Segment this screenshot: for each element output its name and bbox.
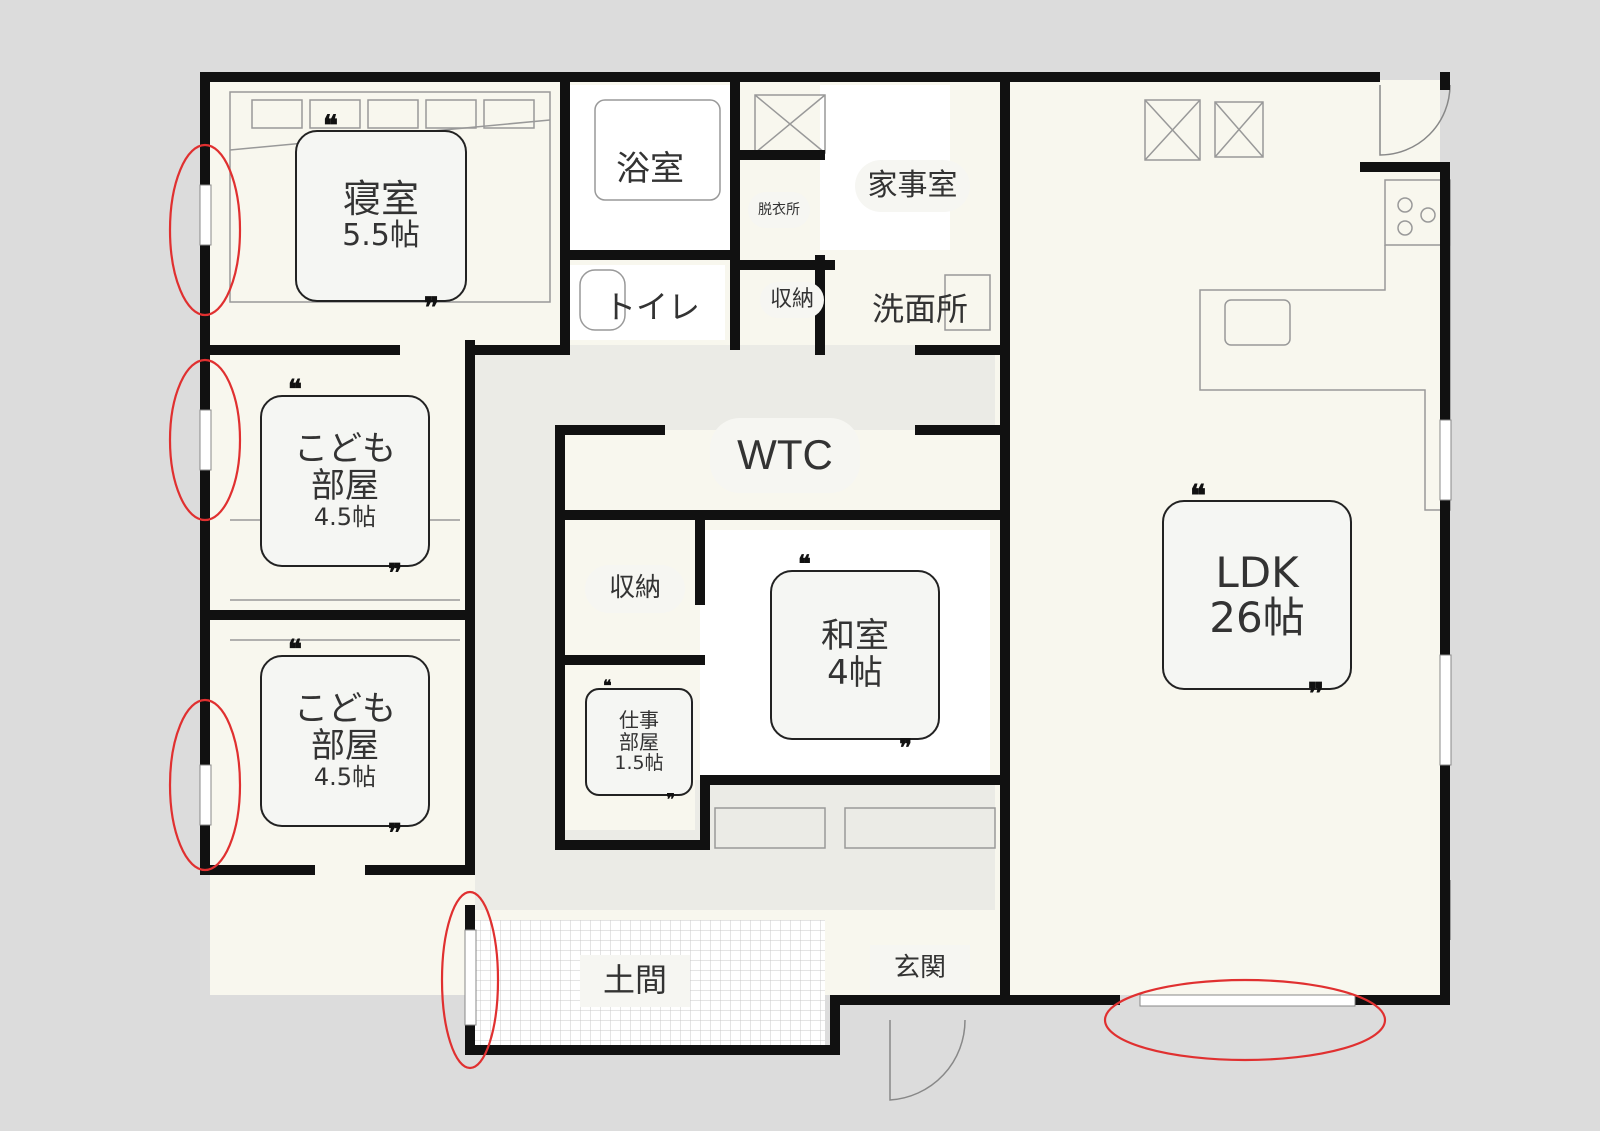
room-size: 4帖 bbox=[827, 653, 883, 693]
room-label-storage-small: 収納 bbox=[760, 282, 824, 318]
close-quote-icon: ❞ bbox=[899, 733, 912, 762]
windows bbox=[199, 184, 1452, 1026]
room-card-bedroom: ❝ 寝室 5.5帖 ❞ bbox=[295, 112, 467, 322]
room-label-dressing: 脱衣所 bbox=[748, 192, 810, 228]
toilet-icon bbox=[579, 269, 626, 331]
room-card-japanese: ❝ 和室 4帖 ❞ bbox=[770, 552, 940, 760]
entrance-door-icon bbox=[889, 1019, 966, 1101]
door-swing-icon bbox=[1379, 84, 1451, 156]
room-label-storage-mid: 収納 bbox=[585, 565, 685, 613]
open-quote-icon: ❝ bbox=[1190, 479, 1207, 514]
open-quote-icon: ❝ bbox=[603, 676, 612, 695]
bathtub-icon bbox=[594, 99, 721, 201]
walls bbox=[200, 72, 1450, 1055]
room-label-washroom: 洗面所 bbox=[871, 289, 968, 328]
close-quote-icon: ❞ bbox=[666, 790, 675, 809]
room-label-toilet: トイレ bbox=[603, 287, 700, 326]
room-name-line2: 部屋 bbox=[619, 729, 659, 754]
sink-icon bbox=[1224, 299, 1291, 346]
room-name-line1: こども bbox=[294, 429, 396, 470]
open-quote-icon: ❝ bbox=[798, 549, 811, 578]
room-size: 4.5帖 bbox=[313, 502, 377, 531]
bed-icon bbox=[229, 91, 551, 303]
room-size: 1.5帖 bbox=[614, 752, 664, 775]
room-label-housework: 家事室 bbox=[855, 160, 970, 212]
room-name-line2: 部屋 bbox=[311, 726, 379, 767]
room-card-kids2: ❝ こども 部屋 4.5帖 ❞ bbox=[260, 637, 430, 847]
room-name: 寝室 bbox=[342, 177, 419, 222]
room-name-line1: こども bbox=[294, 689, 396, 730]
room-label-doma: 土間 bbox=[580, 955, 690, 1007]
room-card-ldk: ❝ LDK 26帖 ❞ bbox=[1162, 482, 1352, 710]
close-quote-icon: ❞ bbox=[1307, 677, 1324, 712]
close-quote-icon: ❞ bbox=[423, 291, 439, 324]
room-label-bath: 浴室 bbox=[616, 149, 684, 190]
shelf-icon bbox=[714, 807, 826, 849]
room-name: LDK bbox=[1215, 547, 1299, 597]
room-label-entrance: 玄関 bbox=[870, 945, 970, 993]
room-label-wtc: WTC bbox=[710, 418, 860, 493]
open-quote-icon: ❝ bbox=[288, 375, 302, 405]
room-card-kids1: ❝ こども 部屋 4.5帖 ❞ bbox=[260, 377, 430, 587]
close-quote-icon: ❞ bbox=[388, 559, 402, 589]
close-quote-icon: ❞ bbox=[388, 819, 402, 849]
wash-basin-icon bbox=[944, 274, 991, 331]
room-size: 5.5帖 bbox=[342, 218, 420, 254]
window-annotations bbox=[168, 143, 1387, 1070]
room-name: 和室 bbox=[821, 616, 889, 657]
fridge-icon bbox=[1144, 99, 1201, 161]
room-name-line1: 仕事 bbox=[619, 708, 659, 733]
room-size: 4.5帖 bbox=[313, 762, 377, 791]
open-quote-icon: ❝ bbox=[323, 109, 339, 142]
room-size: 26帖 bbox=[1209, 593, 1305, 642]
room-card-office: ❝ 仕事 部屋 1.5帖 ❞ bbox=[585, 678, 693, 808]
room-name-line2: 部屋 bbox=[311, 466, 379, 507]
open-quote-icon: ❝ bbox=[288, 635, 302, 665]
